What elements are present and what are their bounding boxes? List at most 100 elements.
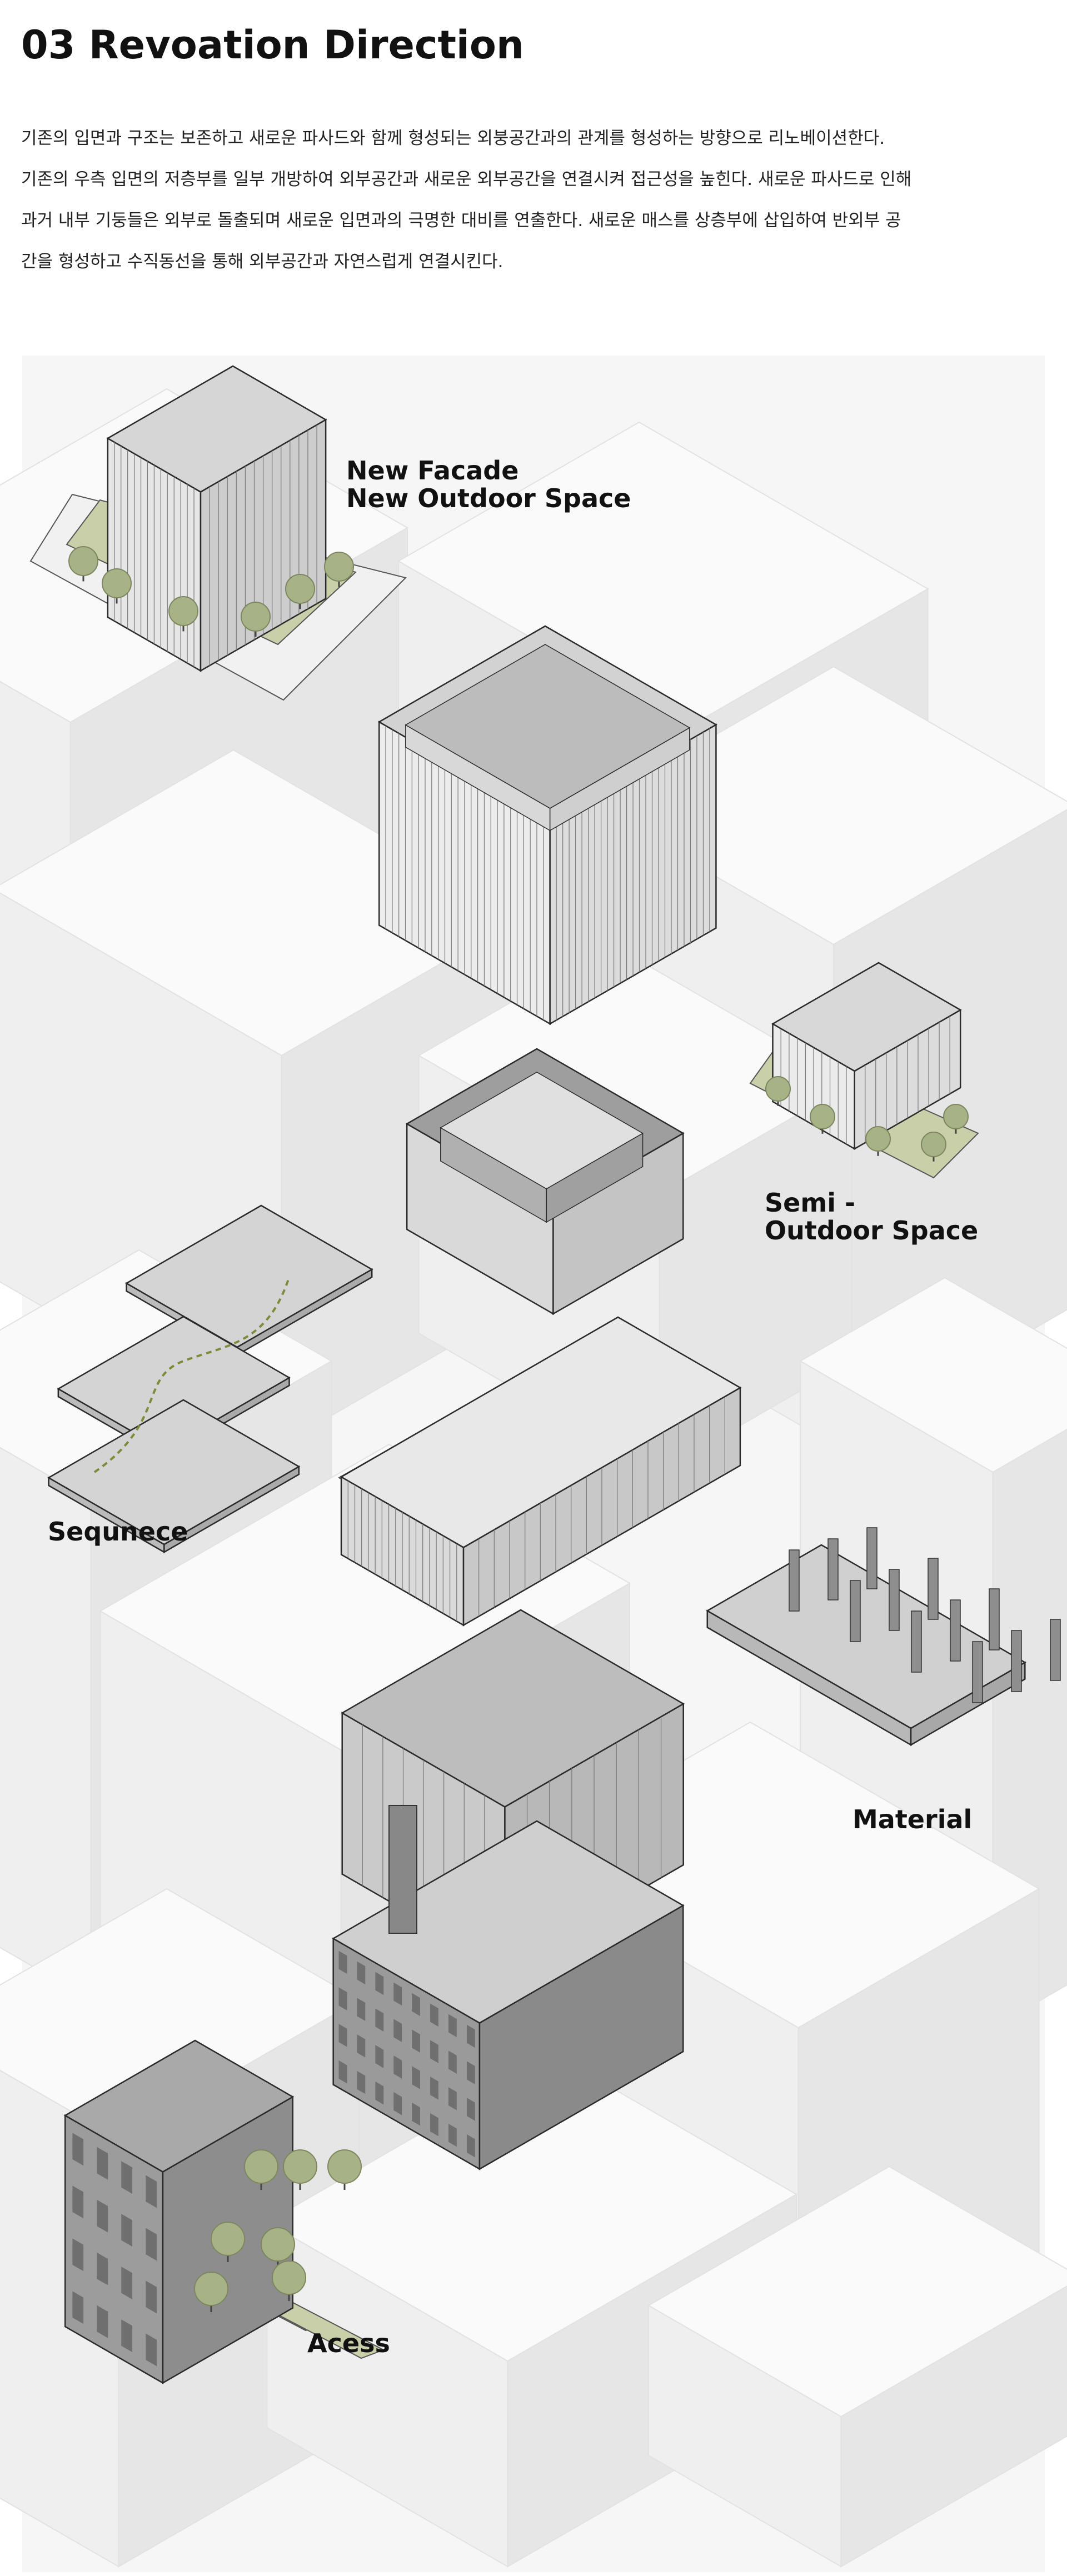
material-column bbox=[889, 1569, 900, 1631]
existing-facade-window bbox=[375, 2045, 384, 2068]
label-material: Material bbox=[852, 1804, 973, 1834]
description-line: 과거 내부 기둥들은 외부로 돌출되며 새로운 입면과의 극명한 대비를 연출한… bbox=[21, 211, 901, 231]
existing-facade-window bbox=[466, 2134, 475, 2158]
access-building-window bbox=[97, 2305, 108, 2338]
existing-facade-window bbox=[357, 1998, 366, 2021]
existing-facade-window bbox=[448, 2087, 457, 2110]
existing-facade-window bbox=[357, 1961, 366, 1985]
material-column bbox=[827, 1538, 839, 1600]
material-column bbox=[1011, 1630, 1022, 1692]
existing-facade-window bbox=[357, 2070, 366, 2094]
material-column bbox=[928, 1558, 939, 1620]
tree-icon bbox=[168, 596, 198, 626]
existing-facade-window bbox=[448, 2014, 457, 2038]
description-line: 기존의 우측 입면의 저층부를 일부 개방하여 외부공간과 새로운 외부공간을 … bbox=[21, 169, 912, 189]
material-column bbox=[950, 1599, 961, 1662]
access-building-window bbox=[146, 2228, 157, 2261]
semi-outdoor-mass-top-face bbox=[771, 962, 962, 1072]
access-building-window bbox=[146, 2333, 157, 2367]
floor-assembly-top-face bbox=[340, 1316, 742, 1548]
existing-facade-window bbox=[375, 2008, 384, 2032]
existing-facade-window bbox=[393, 2092, 402, 2115]
existing-facade-window bbox=[412, 1993, 420, 2017]
label-access: Acess bbox=[307, 2328, 390, 2358]
description-line: 간을 형성하고 수직동선을 통해 외부공간과 자연스럽게 연결시킨다. bbox=[21, 252, 503, 272]
tree-icon bbox=[865, 1126, 891, 1152]
page-title: 03 Revoation Direction bbox=[21, 22, 524, 68]
context-building bbox=[647, 2165, 1067, 2568]
tree-icon bbox=[211, 2222, 245, 2256]
existing-facade-window bbox=[375, 2081, 384, 2105]
tree-icon bbox=[68, 546, 98, 576]
label-semi-line1: Semi - bbox=[765, 1188, 856, 1218]
access-building-window bbox=[72, 2291, 84, 2324]
context-building-top-face bbox=[799, 1277, 1067, 1473]
label-semi-line2: Outdoor Space bbox=[765, 1216, 979, 1246]
tree-icon bbox=[765, 1076, 791, 1102]
existing-facade-window bbox=[466, 2061, 475, 2084]
material-column bbox=[1050, 1619, 1061, 1681]
access-building-window bbox=[121, 2161, 133, 2194]
circulation-path bbox=[93, 1277, 290, 1473]
tree-icon bbox=[921, 1132, 946, 1157]
access-building-window bbox=[72, 2238, 84, 2272]
existing-facade-window bbox=[393, 2055, 402, 2079]
description: 기존의 입면과 구조는 보존하고 새로운 파사드와 함께 형성되는 외붕공간과의… bbox=[21, 118, 1055, 282]
facade-inner-void bbox=[405, 644, 691, 832]
structure-frame-top-face bbox=[341, 1609, 685, 1808]
tree-icon bbox=[327, 2149, 362, 2184]
tree-icon bbox=[943, 1104, 969, 1129]
floor-assembly bbox=[340, 1316, 742, 1627]
access-building-window bbox=[97, 2199, 108, 2233]
label-new-facade-line2: New Outdoor Space bbox=[346, 483, 631, 513]
context-building-top-face bbox=[647, 2165, 1067, 2418]
tree-icon bbox=[272, 2260, 306, 2295]
access-building-window bbox=[146, 2175, 157, 2208]
label-new-facade: New Facade New Outdoor Space bbox=[346, 457, 631, 512]
access-building-window bbox=[72, 2185, 84, 2219]
existing-facade-window bbox=[393, 2019, 402, 2042]
existing-facade-window bbox=[338, 1987, 347, 2010]
tree-icon bbox=[194, 2272, 228, 2306]
interior-void bbox=[440, 1072, 644, 1223]
new-facade-cube-small-top-face bbox=[106, 365, 327, 493]
tree-icon bbox=[102, 568, 132, 598]
existing-facade-window bbox=[430, 2077, 438, 2100]
existing-facade-window bbox=[357, 2034, 366, 2058]
context-building-top-face bbox=[266, 2054, 797, 2362]
existing-facade-window bbox=[430, 2040, 438, 2063]
existing-facade-window bbox=[448, 2123, 457, 2147]
existing-facade-window bbox=[412, 2102, 420, 2126]
tree-icon bbox=[283, 2149, 317, 2184]
interior-void-top-face bbox=[440, 1072, 644, 1189]
label-new-facade-line1: New Facade bbox=[346, 456, 519, 486]
exploded-building-parts bbox=[29, 365, 1061, 2384]
material-column bbox=[989, 1588, 1000, 1650]
existing-facade-window bbox=[412, 2029, 420, 2053]
sequence-plate-top-face bbox=[47, 1399, 301, 1545]
facade-inner-void-top-face bbox=[405, 644, 691, 809]
existing-facade-window bbox=[393, 1982, 402, 2006]
material-column bbox=[866, 1527, 877, 1589]
material-column bbox=[972, 1641, 983, 1703]
existing-facade-window bbox=[338, 2060, 347, 2084]
access-building-top-face bbox=[63, 2039, 295, 2173]
access-building-window bbox=[121, 2267, 133, 2300]
tree-icon bbox=[244, 2149, 278, 2184]
access-building-window bbox=[97, 2147, 108, 2180]
facade-tower bbox=[388, 1805, 417, 1934]
label-sequence: Sequnece bbox=[48, 1517, 188, 1547]
existing-facade-window bbox=[448, 2050, 457, 2074]
existing-facade-window bbox=[338, 1950, 347, 1974]
existing-facade-window bbox=[430, 2113, 438, 2137]
existing-facade-window bbox=[412, 2066, 420, 2089]
existing-facade-window bbox=[430, 2003, 438, 2027]
material-column bbox=[911, 1610, 922, 1673]
sequence-plate bbox=[47, 1399, 301, 1554]
tree-icon bbox=[810, 1104, 835, 1129]
label-semi-outdoor: Semi - Outdoor Space bbox=[765, 1189, 978, 1244]
tree-icon bbox=[261, 2227, 295, 2262]
existing-facade-window bbox=[338, 2024, 347, 2047]
existing-facade-window bbox=[466, 2024, 475, 2048]
